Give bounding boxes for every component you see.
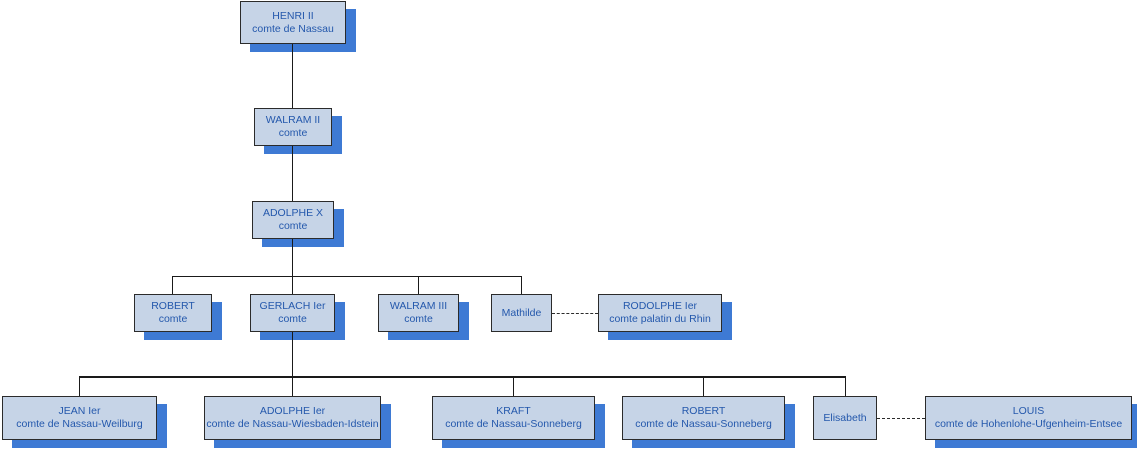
connector-henri2-walram2 (292, 44, 293, 108)
connector-elisabeth-louis-marriage (877, 418, 925, 419)
node-adolphe1-name: ADOLPHE Ier (259, 405, 326, 417)
node-walram2-title: comte (278, 127, 308, 139)
connector-bus-to-robert-g5 (703, 376, 704, 396)
connector-bus-to-mathilde (521, 276, 522, 294)
node-kraft-title: comte de Nassau-Sonneberg (445, 418, 582, 430)
node-gerlach1-name: GERLACH Ier (259, 300, 326, 312)
node-louis[interactable]: LOUIS comte de Hohenlohe-Ufgenheim-Entse… (925, 396, 1132, 440)
node-gerlach1[interactable]: GERLACH Ier comte (250, 294, 335, 332)
node-henri2-title: comte de Nassau (252, 22, 334, 35)
node-walram3-name: WALRAM III (389, 300, 448, 312)
node-jean1-name: JEAN Ier (58, 405, 101, 417)
node-kraft-name: KRAFT (496, 405, 531, 417)
connector-bus-to-kraft (513, 376, 514, 396)
node-gerlach1-title: comte (278, 313, 307, 325)
node-kraft[interactable]: KRAFT comte de Nassau-Sonneberg (432, 396, 595, 440)
node-henri2-name: HENRI II (272, 9, 314, 22)
node-adolphe10[interactable]: ADOLPHE X comte (252, 201, 334, 239)
node-jean1[interactable]: JEAN Ier comte de Nassau-Weilburg (2, 396, 157, 440)
node-louis-name: LOUIS (1012, 405, 1045, 417)
node-mathilde-name: Mathilde (501, 306, 542, 319)
node-jean1-title: comte de Nassau-Weilburg (16, 418, 143, 430)
node-rodolphe1-title: comte palatin du Rhin (609, 313, 711, 325)
node-robert-g4-title: comte (158, 313, 188, 325)
node-walram3[interactable]: WALRAM III comte (378, 294, 459, 332)
node-adolphe10-name: ADOLPHE X (262, 207, 324, 219)
connector-bus-to-gerlach1 (292, 276, 293, 294)
node-robert-g5[interactable]: ROBERT comte de Nassau-Sonneberg (622, 396, 785, 440)
node-mathilde[interactable]: Mathilde (491, 294, 552, 332)
node-robert-g4-name: ROBERT (151, 300, 195, 312)
node-elisabeth-name: Elisabeth (823, 411, 867, 424)
node-walram3-title: comte (404, 313, 433, 325)
connector-bus-to-jean1 (79, 376, 80, 396)
connector-gerlach1-dropline (292, 332, 293, 376)
connector-gen4-bus (172, 276, 522, 277)
node-henri2[interactable]: HENRI II comte de Nassau (240, 1, 346, 44)
node-rodolphe1-name: RODOLPHE Ier (622, 300, 698, 312)
connector-adolphe10-dropline (292, 239, 293, 276)
node-adolphe1-title: comte de Nassau-Wiesbaden-Idstein (206, 418, 379, 430)
node-adolphe1[interactable]: ADOLPHE Ier comte de Nassau-Wiesbaden-Id… (204, 396, 381, 440)
node-robert-g5-title: comte de Nassau-Sonneberg (635, 418, 772, 430)
connector-bus-to-robert-g4 (172, 276, 173, 294)
node-elisabeth[interactable]: Elisabeth (813, 396, 877, 440)
node-rodolphe1[interactable]: RODOLPHE Ier comte palatin du Rhin (598, 294, 722, 332)
connector-bus-to-walram3 (418, 276, 419, 294)
connector-bus-to-adolphe1 (292, 376, 293, 396)
node-robert-g5-name: ROBERT (681, 405, 726, 417)
connector-gen5-bus (79, 376, 846, 378)
connector-mathilde-rodolphe1-marriage (552, 313, 598, 314)
connector-walram2-adolphe10 (292, 146, 293, 201)
connector-bus-to-elisabeth (845, 376, 846, 396)
node-adolphe10-title: comte (278, 220, 308, 232)
node-louis-title: comte de Hohenlohe-Ufgenheim-Entsee (934, 418, 1123, 430)
node-robert-g4[interactable]: ROBERT comte (134, 294, 212, 332)
node-walram2[interactable]: WALRAM II comte (254, 108, 332, 146)
node-walram2-name: WALRAM II (265, 114, 321, 126)
